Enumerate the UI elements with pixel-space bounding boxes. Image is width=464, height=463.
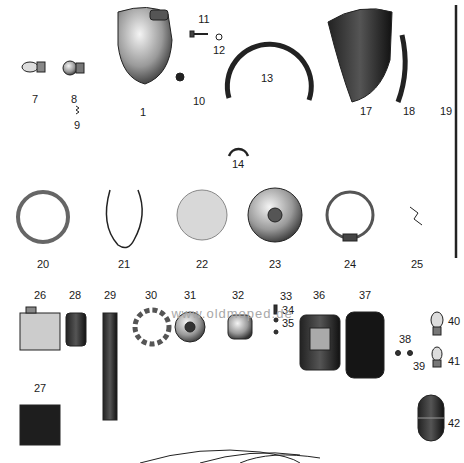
- callout-number: 8: [71, 94, 77, 105]
- callout-number: 33: [280, 291, 292, 302]
- callout-number: 26: [34, 290, 46, 301]
- callout-number: 12: [213, 45, 225, 56]
- callout-number: 23: [269, 259, 281, 270]
- callout-number: 20: [37, 259, 49, 270]
- callout-number: 25: [411, 259, 423, 270]
- callout-number: 14: [232, 159, 244, 170]
- callout-number: 7: [32, 94, 38, 105]
- callout-number: 22: [196, 259, 208, 270]
- callout-number: 17: [360, 106, 372, 117]
- callout-number: 28: [69, 290, 81, 301]
- callout-number: 30: [145, 290, 157, 301]
- callout-number: 41: [448, 356, 460, 367]
- callout-number: 36: [313, 290, 325, 301]
- callout-number: 32: [232, 290, 244, 301]
- callout-number: 37: [359, 290, 371, 301]
- callout-number: 10: [193, 96, 205, 107]
- callout-number: 29: [104, 290, 116, 301]
- callout-number: 42: [448, 418, 460, 429]
- callout-number: 38: [399, 334, 411, 345]
- callout-number: 13: [261, 73, 273, 84]
- callout-number: 18: [403, 106, 415, 117]
- callout-number: 9: [74, 120, 80, 131]
- callout-number: 31: [184, 290, 196, 301]
- callout-number: 19: [440, 106, 452, 117]
- callout-number: 39: [413, 361, 425, 372]
- callout-number: 21: [118, 259, 130, 270]
- callout-number: 24: [344, 259, 356, 270]
- callout-number: 27: [34, 383, 46, 394]
- callout-number: 11: [198, 14, 209, 25]
- callout-number: 40: [448, 316, 460, 327]
- watermark: www.oldmoped.de: [171, 307, 292, 320]
- callout-number: 1: [140, 107, 146, 118]
